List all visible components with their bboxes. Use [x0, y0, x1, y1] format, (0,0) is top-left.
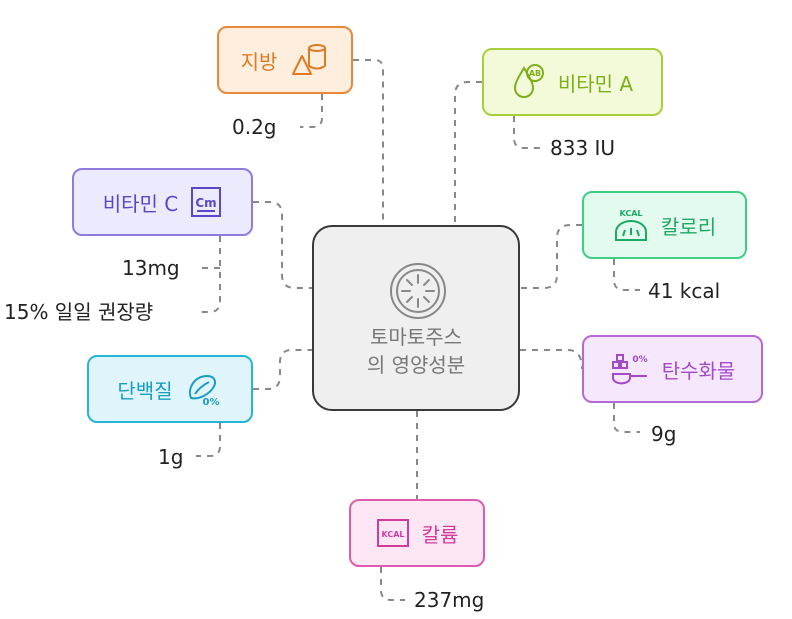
cm-box-icon: Cm: [191, 187, 222, 217]
node-vitamin-c-label: 비타민 C: [102, 191, 179, 216]
svg-text:KCAL: KCAL: [381, 530, 404, 539]
node-protein: 단백질 0%: [87, 355, 253, 423]
node-carb: 0% 탄수화물: [582, 335, 763, 403]
link-calorie-value: [613, 259, 640, 291]
center-title-line2: 의 영양성분: [366, 353, 466, 377]
link-vitamin-c-value: [198, 236, 221, 313]
link-calorie: [520, 224, 582, 289]
node-vitamin-c: 비타민 C Cm: [72, 168, 253, 236]
cylinder-cone-icon: [292, 44, 327, 75]
link-fat: [353, 59, 384, 225]
node-fat: 지방: [217, 26, 353, 94]
svg-text:KCAL: KCAL: [619, 209, 642, 218]
svg-text:AB: AB: [529, 69, 541, 78]
link-carb: [520, 349, 583, 370]
node-vitamin-a-label: 비타민 A: [557, 71, 634, 96]
node-carb-value: 9g: [651, 422, 677, 446]
link-vitamin-c: [253, 201, 312, 289]
node-calorie-value: 41 kcal: [648, 279, 721, 303]
node-carb-label: 탄수화물: [661, 358, 736, 383]
protein-0-percent-icon: 0%: [188, 374, 219, 408]
svg-text:0%: 0%: [202, 397, 219, 408]
node-calorie: KCAL 칼로리: [582, 191, 747, 259]
link-vitamin-a-value: [513, 116, 540, 149]
node-protein-value: 1g: [158, 445, 184, 469]
center-title-line1: 토마토주스: [370, 325, 462, 349]
node-vitamin-a: AB 비타민 A: [482, 48, 663, 116]
link-carb-value: [613, 403, 640, 433]
link-protein-value: [196, 423, 221, 457]
node-vitamin-c-value: 13mg: [122, 256, 180, 280]
spoon-sugar-percent-icon: 0%: [611, 354, 647, 385]
node-calorie-label: 칼로리: [660, 214, 717, 239]
node-fat-label: 지방: [240, 49, 278, 74]
link-fat-value: [300, 94, 323, 128]
svg-text:Cm: Cm: [196, 196, 217, 210]
tomato-slice-icon: [390, 263, 446, 319]
node-vitamin-a-value: 833 IU: [550, 136, 616, 160]
link-vitamin-a: [454, 81, 482, 225]
node-protein-label: 단백질: [117, 378, 173, 403]
water-drop-ab-icon: AB: [513, 64, 544, 98]
node-fat-value: 0.2g: [232, 115, 277, 139]
kcal-box-icon: KCAL: [376, 519, 409, 547]
link-potassium-value: [380, 567, 405, 601]
center-node: 토마토주스 의 영양성분: [312, 225, 520, 411]
node-potassium-label: 칼륨: [421, 522, 459, 547]
svg-text:0%: 0%: [632, 355, 647, 365]
center-title: 토마토주스 의 영양성분: [314, 323, 518, 379]
node-potassium-value: 237mg: [414, 588, 485, 612]
link-protein: [253, 349, 312, 390]
node-vitamin-c-value2: 15% 일일 권장량: [4, 300, 154, 324]
node-potassium: KCAL 칼륨: [349, 499, 485, 567]
kcal-scale-icon: KCAL: [614, 209, 647, 241]
